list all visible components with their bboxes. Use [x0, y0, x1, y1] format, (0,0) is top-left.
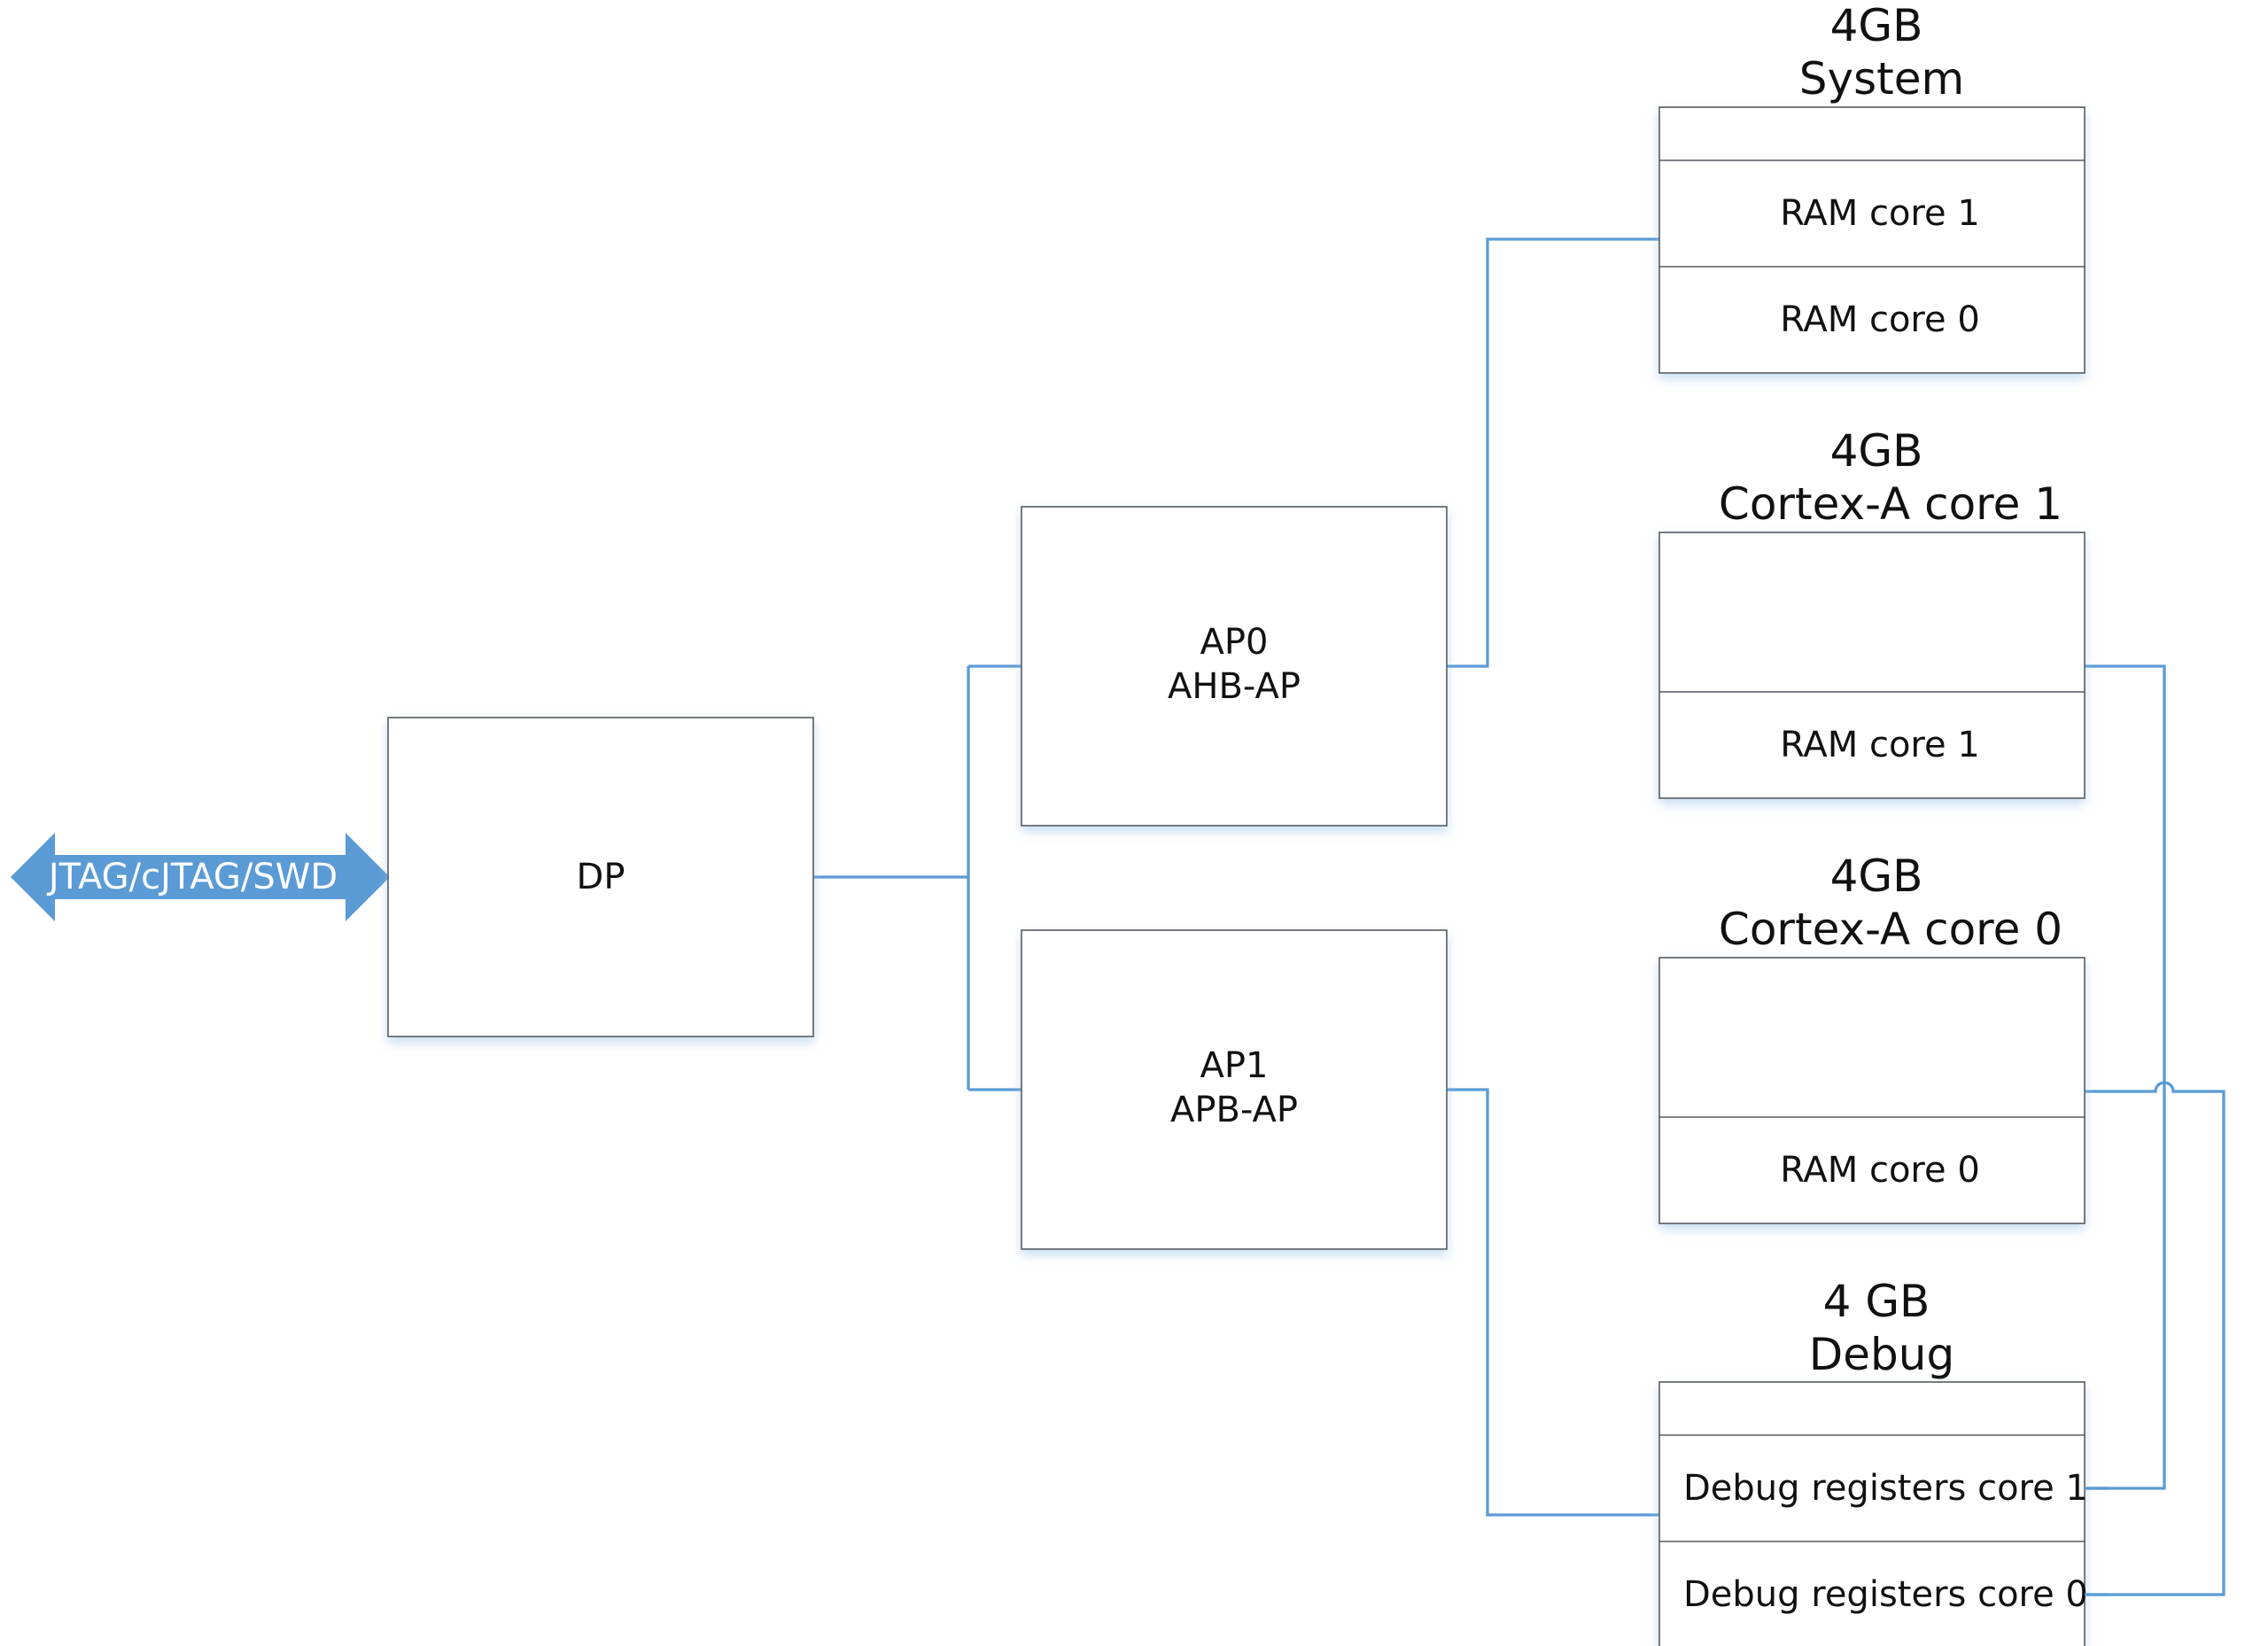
system-memory-map: 4GB System RAM core 1 RAM core 0 — [1658, 0, 2085, 374]
debug-memory-map: 4 GB Debug Debug registers core 1 Debug … — [1658, 1276, 2088, 1646]
ap0-type-label: AHB-AP — [1168, 666, 1301, 707]
ap0-label: AP0 — [1200, 622, 1269, 663]
cortex1-title: Cortex-A core 1 — [1719, 478, 2062, 530]
connections — [813, 237, 2225, 1596]
cortex0-title: Cortex-A core 0 — [1719, 904, 2062, 955]
dp-label: DP — [577, 857, 625, 897]
cortex1-ram-core1: RAM core 1 — [1780, 725, 1980, 765]
debug-registers-core1: Debug registers core 1 — [1683, 1468, 2088, 1509]
cortex1-size-title: 4GB — [1830, 425, 1923, 477]
ap0-block: AP0 AHB-AP — [1021, 506, 1448, 827]
debug-registers-core0: Debug registers core 0 — [1683, 1574, 2088, 1615]
ap1-block: AP1 APB-AP — [1021, 929, 1448, 1250]
wire-ap0-to-system — [1447, 237, 1659, 668]
wire-cortex0-to-debug-core0 — [2085, 1081, 2225, 1596]
system-title: System — [1799, 53, 1964, 105]
wire-ap1-to-debug — [1447, 1088, 1659, 1517]
cortex0-size-title: 4GB — [1830, 850, 1923, 902]
ap1-type-label: APB-AP — [1170, 1090, 1298, 1130]
system-size-title: 4GB — [1830, 0, 1923, 51]
system-ram-core1: RAM core 1 — [1780, 193, 1980, 234]
jtag-double-arrow: JTAG/cJTAG/SWD — [11, 833, 390, 921]
system-ram-core0: RAM core 0 — [1780, 299, 1980, 340]
debug-size-title: 4 GB — [1823, 1276, 1930, 1327]
double-arrow-icon — [11, 833, 390, 921]
dp-block: DP — [387, 717, 814, 1037]
wire-cortex1-to-debug-core1 — [2085, 664, 2166, 1490]
ap1-label: AP1 — [1200, 1045, 1269, 1086]
jtag-label: JTAG/cJTAG/SWD — [46, 857, 338, 897]
cortex-core1-memory-map: 4GB Cortex-A core 1 RAM core 1 — [1658, 425, 2085, 799]
cortex-core0-memory-map: 4GB Cortex-A core 0 RAM core 0 — [1658, 850, 2085, 1224]
debug-title: Debug — [1809, 1329, 1954, 1380]
cortex0-ram-core0: RAM core 0 — [1780, 1150, 1980, 1191]
